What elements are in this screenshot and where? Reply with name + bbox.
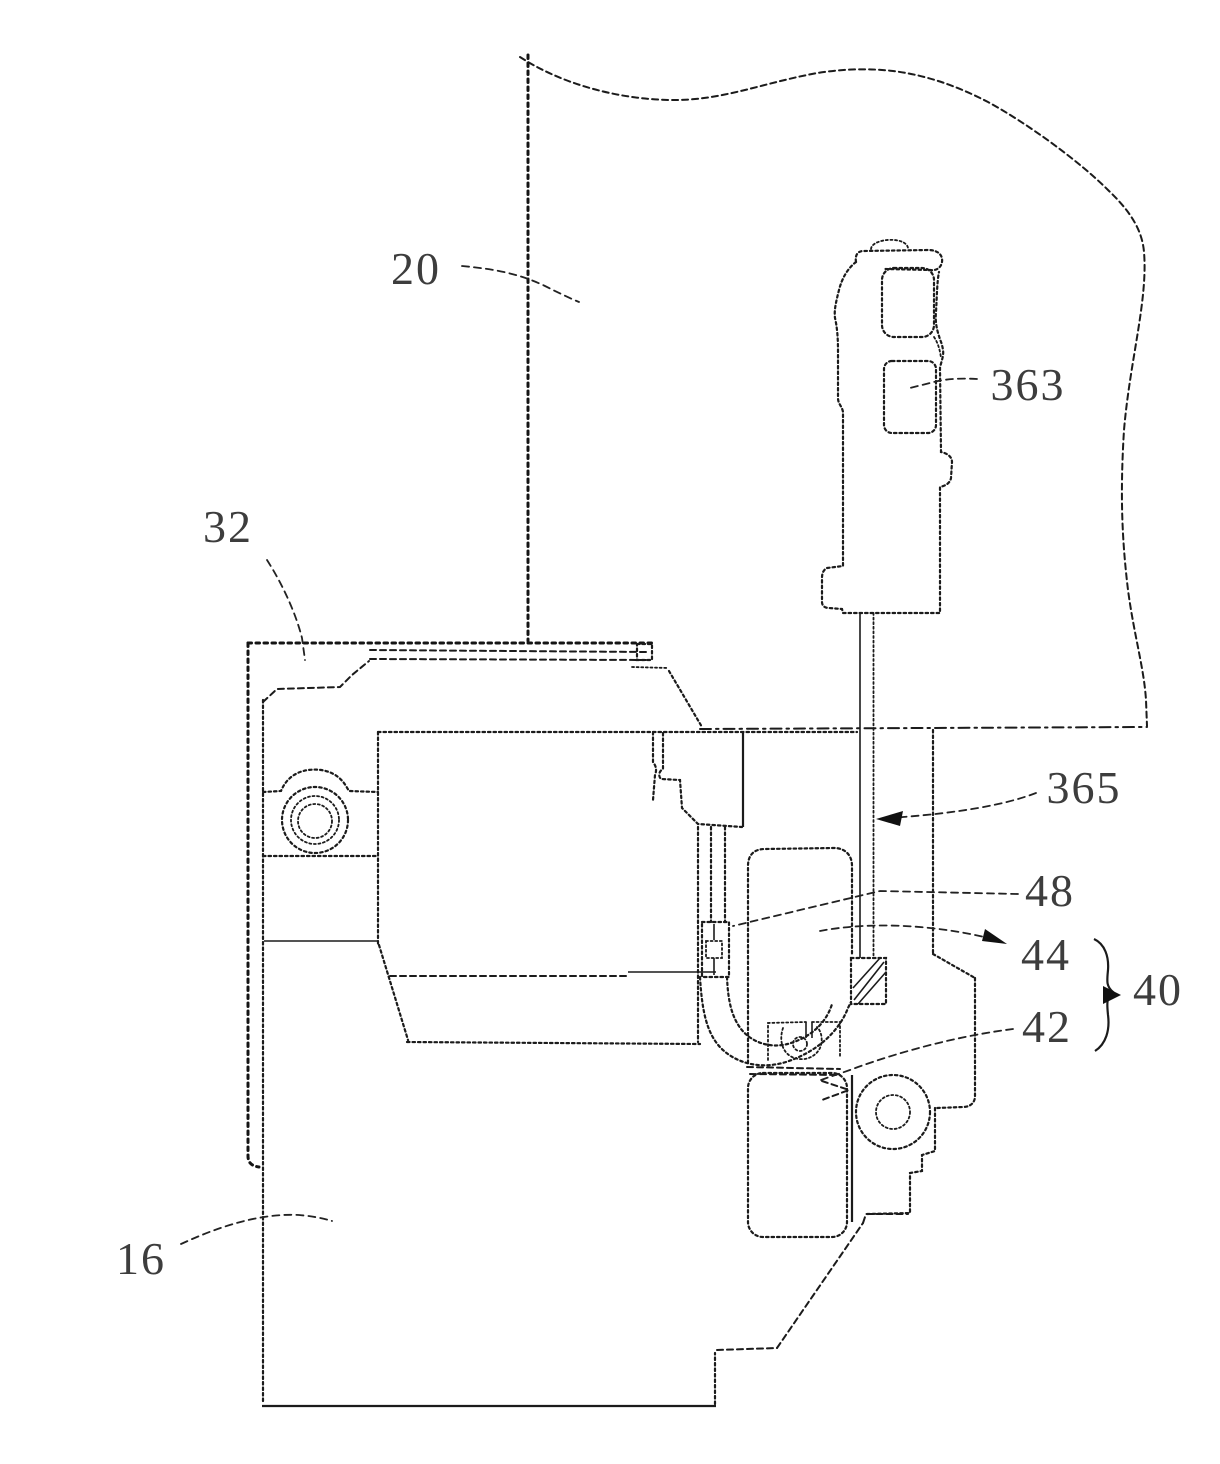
lever-44-outline <box>746 846 854 1065</box>
fitting-hatch-2 <box>853 961 885 1001</box>
boss-lobe-profile <box>261 768 380 794</box>
housing-32 <box>246 641 657 1169</box>
actuator-block <box>376 730 859 1046</box>
leader-20 <box>461 265 580 303</box>
guide-block <box>658 731 745 829</box>
bracket-40-staircase <box>864 1106 937 1216</box>
latch-claw-hub <box>792 1036 808 1052</box>
component-363 <box>820 238 954 615</box>
boss-ring-middle <box>290 795 340 845</box>
ref-label-42: 42 <box>1022 1001 1072 1052</box>
leader-48 <box>732 890 1019 927</box>
lever-42-top-line <box>749 1073 841 1076</box>
latch-mouth-outline <box>767 1021 807 1061</box>
component-363-throat <box>933 336 942 359</box>
leader-365 <box>894 792 1037 819</box>
actuator-chamfer <box>377 943 410 1042</box>
ref-label-363: 363 <box>991 359 1066 410</box>
pivot-ring-inner <box>875 1094 911 1130</box>
actuator-right-edge <box>651 730 658 802</box>
ref-label-48: 48 <box>1025 865 1075 916</box>
cable-channel <box>696 825 727 1044</box>
base-16-diagonal-edge <box>776 1222 864 1349</box>
guide-block-outline <box>658 731 744 829</box>
connector-48 <box>700 920 731 979</box>
leader-365-arrowhead <box>876 811 903 826</box>
panel-20-boundary <box>519 53 1148 730</box>
component-363-dome <box>870 238 909 250</box>
leader-lines <box>180 265 1121 1245</box>
leader-16 <box>180 1213 333 1245</box>
boss-ring-inner <box>297 803 333 839</box>
base-16-ledge-diagonal <box>667 669 704 729</box>
lever-44-bottom-line <box>746 1066 841 1070</box>
pivot <box>854 1073 932 1151</box>
panel-20-wavy-outline <box>519 56 1148 727</box>
latch-mouth-outline-right <box>811 1021 841 1059</box>
leader-363 <box>909 377 978 389</box>
component-363-pocket-lower <box>882 359 938 435</box>
bracket-40-right-edge <box>935 976 977 1110</box>
base-16-top-bevel <box>262 660 370 703</box>
component-363-cap <box>854 248 944 272</box>
fitting-hatch-3 <box>857 971 887 1005</box>
leader-32 <box>266 559 306 661</box>
leader-44 <box>819 924 997 941</box>
base-16 <box>261 642 909 1408</box>
panel-20-bottom-edge <box>699 726 1148 730</box>
housing-32-left-edge <box>246 641 261 1169</box>
ref-label-365: 365 <box>1047 762 1122 813</box>
ref-label-44: 44 <box>1021 929 1071 980</box>
cable-tube <box>698 956 888 1067</box>
ref-label-16: 16 <box>116 1233 166 1284</box>
base-16-upper-shelf <box>862 1213 909 1224</box>
pivot-ring-outer <box>854 1073 932 1151</box>
boss-ring-outer <box>280 785 350 855</box>
ref-label-20: 20 <box>391 243 441 294</box>
ref-label-40: 40 <box>1133 964 1183 1015</box>
fitting-hatch-1 <box>852 957 881 989</box>
base-16-ledge <box>631 666 669 669</box>
tube-inner-curve <box>725 975 834 1047</box>
brace-40-arrowhead <box>1103 986 1121 1004</box>
latch-lever-44 <box>746 846 854 1076</box>
pawl-wedge <box>821 1080 853 1101</box>
base-16-flange-end <box>635 642 654 662</box>
leader-42 <box>820 1028 1014 1081</box>
base-16-flange-bottom <box>369 658 649 661</box>
mount-plate-boss <box>261 768 380 942</box>
cable-end-fitting <box>849 956 888 1006</box>
reference-numerals: 20 32 363 365 48 44 40 42 16 <box>116 243 1183 1284</box>
connector-48-tab <box>705 940 723 959</box>
component-363-outline <box>820 260 954 615</box>
actuator-bottom-edge <box>405 1040 702 1046</box>
base-16-step-shelf <box>716 1347 778 1351</box>
tube-outer-curve <box>698 975 853 1067</box>
base-16-flange-top <box>369 649 649 653</box>
latch-lever-42 <box>746 1071 854 1239</box>
bracket-40-diagonal <box>931 952 977 980</box>
component-363-pocket-upper <box>880 266 936 339</box>
leader-44-arrowhead <box>982 929 1007 944</box>
connector-48-body <box>700 920 731 979</box>
ref-label-32: 32 <box>203 501 253 552</box>
latch-bracket-40 <box>864 728 977 1216</box>
cable-365 <box>859 612 875 959</box>
lever-42-outline <box>746 1071 849 1239</box>
